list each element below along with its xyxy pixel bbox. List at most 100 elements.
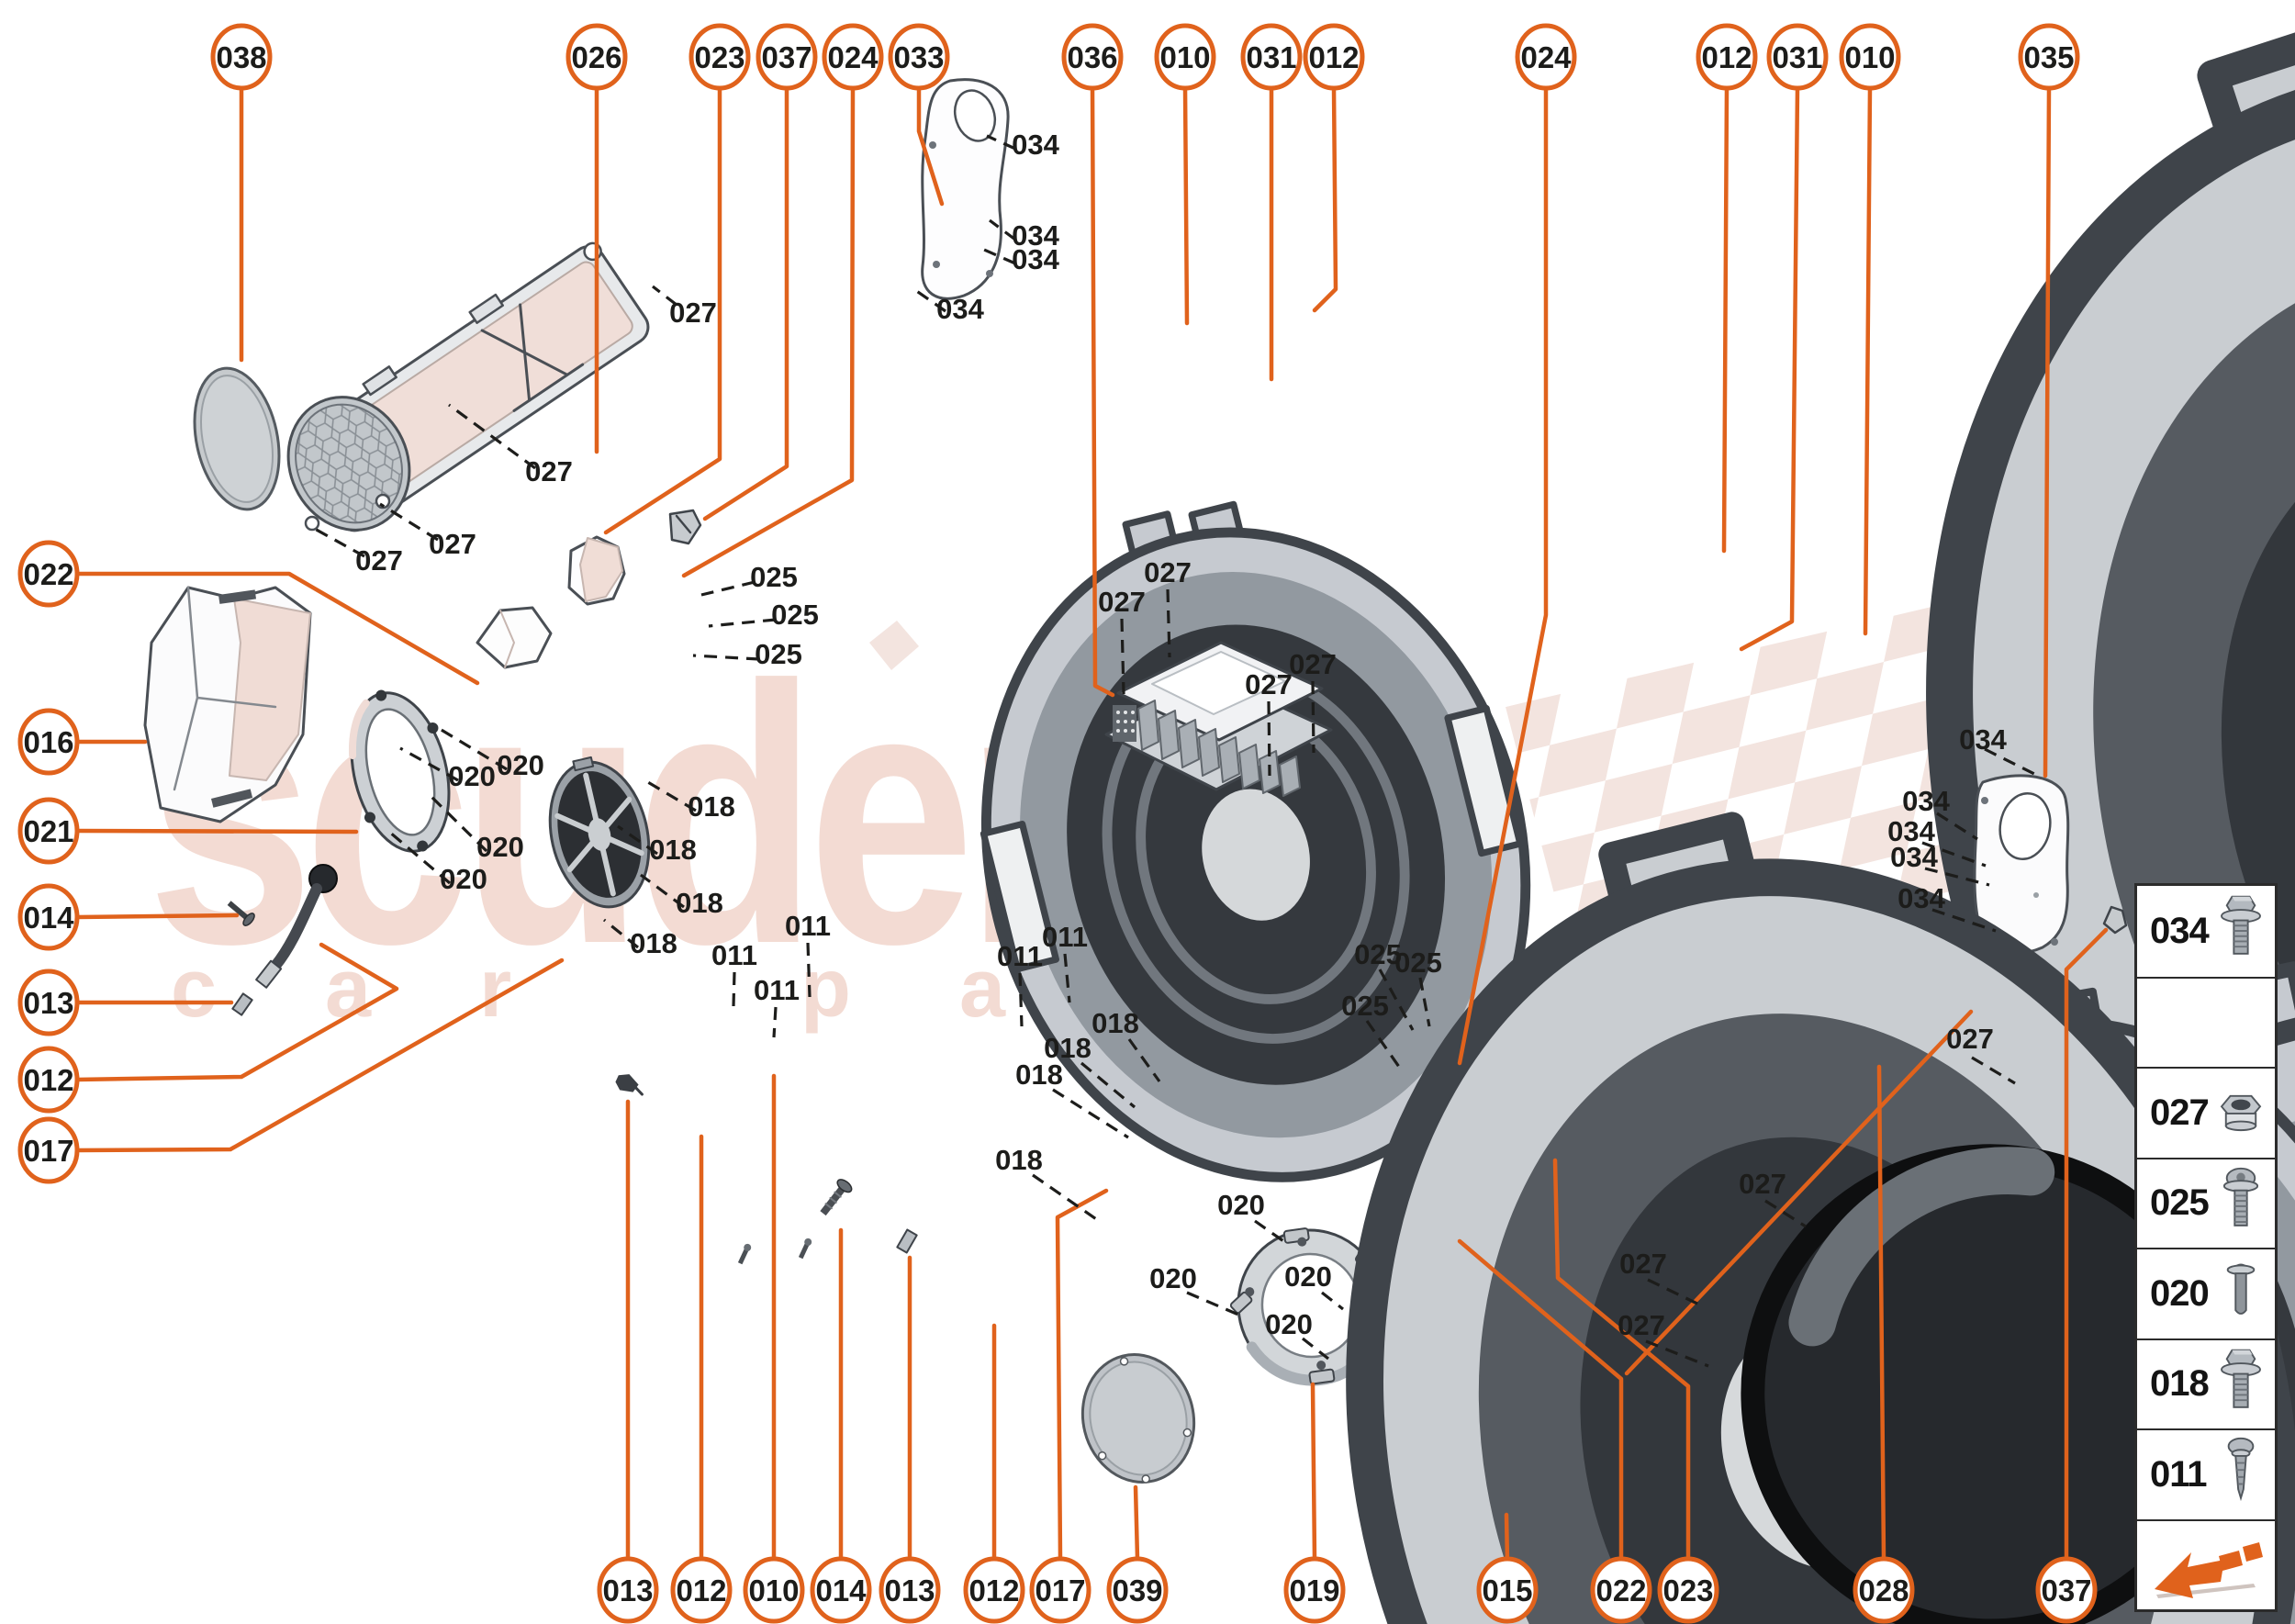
callout-number: 024 (1520, 40, 1572, 74)
part-label-020: 020 (1149, 1262, 1197, 1294)
callout-013[interactable]: 013 (879, 1556, 941, 1624)
part-clip-013-bottom (615, 1074, 644, 1096)
part-sleeve-013-bottom (896, 1228, 918, 1254)
part-label-027: 027 (1289, 648, 1337, 680)
callout-number: 017 (1035, 1574, 1085, 1607)
callout-number: 028 (1858, 1574, 1909, 1607)
part-label-011: 011 (711, 939, 757, 971)
part-label-025: 025 (750, 561, 798, 593)
callout-number: 026 (571, 40, 621, 74)
part-label-034: 034 (1902, 785, 1950, 817)
callout-031[interactable]: 031 (1766, 23, 1829, 91)
callout-012[interactable]: 012 (963, 1556, 1025, 1624)
callout-016[interactable]: 016 (17, 708, 80, 776)
callout-039[interactable]: 039 (1106, 1556, 1169, 1624)
callout-014[interactable]: 014 (810, 1556, 872, 1624)
legend-row-020[interactable]: 020 (2137, 1248, 2275, 1338)
legend-label: 018 (2150, 1363, 2210, 1405)
fastener-legend: 034 027 025 (2134, 883, 2278, 1612)
part-clip-037-right (2102, 905, 2128, 935)
legend-row-page-turn[interactable] (2137, 1518, 2275, 1610)
callout-038[interactable]: 038 (210, 23, 273, 91)
callout-024[interactable]: 024 (822, 23, 884, 91)
part-label-011: 011 (997, 940, 1043, 972)
callout-035[interactable]: 035 (2018, 23, 2080, 91)
part-screw-011-b (798, 1238, 812, 1260)
callout-014[interactable]: 014 (17, 883, 80, 951)
callout-012[interactable]: 012 (670, 1556, 733, 1624)
callout-number: 037 (2041, 1574, 2091, 1607)
legend-row-034[interactable]: 034 (2137, 886, 2275, 977)
callout-012[interactable]: 012 (1696, 23, 1758, 91)
callout-017[interactable]: 017 (1029, 1556, 1092, 1624)
callout-number: 024 (827, 40, 879, 74)
callout-036[interactable]: 036 (1061, 23, 1124, 91)
callout-010[interactable]: 010 (1839, 23, 1901, 91)
page-turn-arrow-icon (2155, 1541, 2263, 1598)
legend-row-027[interactable]: 027 (2137, 1067, 2275, 1158)
callout-015[interactable]: 015 (1476, 1556, 1539, 1624)
callout-022[interactable]: 022 (17, 540, 80, 608)
legend-row-025[interactable]: 025 (2137, 1157, 2275, 1249)
tapping-screw-icon (2227, 1438, 2255, 1502)
callout-013[interactable]: 013 (597, 1556, 659, 1624)
callout-number: 031 (1246, 40, 1296, 74)
callout-013[interactable]: 013 (17, 969, 80, 1036)
callout-number: 014 (23, 901, 74, 935)
callout-number: 039 (1112, 1574, 1162, 1607)
part-screw-011-a (737, 1243, 752, 1265)
legend-label: 020 (2150, 1272, 2210, 1314)
callout-022[interactable]: 022 (1590, 1556, 1652, 1624)
callout-number: 016 (23, 725, 73, 759)
callout-037[interactable]: 037 (2035, 1556, 2098, 1624)
part-screw-014-bottom (820, 1179, 853, 1216)
callout-026[interactable]: 026 (565, 23, 628, 91)
callout-010[interactable]: 010 (1154, 23, 1216, 91)
callout-024[interactable]: 024 (1515, 23, 1577, 91)
callout-number: 037 (761, 40, 812, 74)
callout-033[interactable]: 033 (888, 23, 950, 91)
part-label-027: 027 (669, 297, 717, 329)
part-label-025: 025 (1394, 946, 1442, 979)
part-label-025: 025 (755, 638, 802, 670)
callout-number: 019 (1289, 1574, 1339, 1607)
part-woofer-enclosure-026 (286, 241, 650, 532)
rivet-pin-icon (2226, 1263, 2256, 1316)
part-label-034: 034 (1959, 723, 2007, 756)
callout-number: 012 (1308, 40, 1359, 74)
part-label-025: 025 (1354, 938, 1402, 970)
callout-number: 031 (1772, 40, 1822, 74)
callout-019[interactable]: 019 (1283, 1556, 1346, 1624)
part-foam-cap-023 (567, 535, 626, 606)
part-label-025: 025 (771, 599, 819, 631)
part-label-034: 034 (1012, 243, 1059, 275)
callout-021[interactable]: 021 (17, 797, 80, 865)
callout-023[interactable]: 023 (1657, 1556, 1719, 1624)
callout-010[interactable]: 010 (743, 1556, 805, 1624)
callout-017[interactable]: 017 (17, 1116, 80, 1184)
part-label-027: 027 (525, 455, 573, 487)
legend-row-011[interactable]: 011 (2137, 1428, 2275, 1519)
callout-028[interactable]: 028 (1853, 1556, 1915, 1624)
callout-number: 010 (1844, 40, 1895, 74)
callout-number: 013 (602, 1574, 653, 1607)
part-label-027: 027 (1144, 556, 1192, 588)
callout-023[interactable]: 023 (688, 23, 751, 91)
callout-037[interactable]: 037 (756, 23, 818, 91)
part-label-018: 018 (688, 790, 735, 823)
legend-row-018[interactable]: 018 (2137, 1338, 2275, 1429)
part-label-020: 020 (1284, 1260, 1332, 1293)
part-label-018: 018 (630, 927, 677, 959)
callout-031[interactable]: 031 (1240, 23, 1303, 91)
callout-number: 021 (23, 814, 73, 848)
part-label-018: 018 (1015, 1058, 1063, 1091)
callout-number: 014 (815, 1574, 867, 1607)
part-label-018: 018 (649, 834, 697, 866)
part-label-011: 011 (754, 974, 800, 1006)
callout-012[interactable]: 012 (17, 1046, 80, 1114)
part-bracket-033 (921, 78, 1010, 300)
flange-bolt-icon (2221, 1349, 2261, 1408)
torx-screw-icon (2222, 1167, 2259, 1226)
callout-012[interactable]: 012 (1303, 23, 1365, 91)
